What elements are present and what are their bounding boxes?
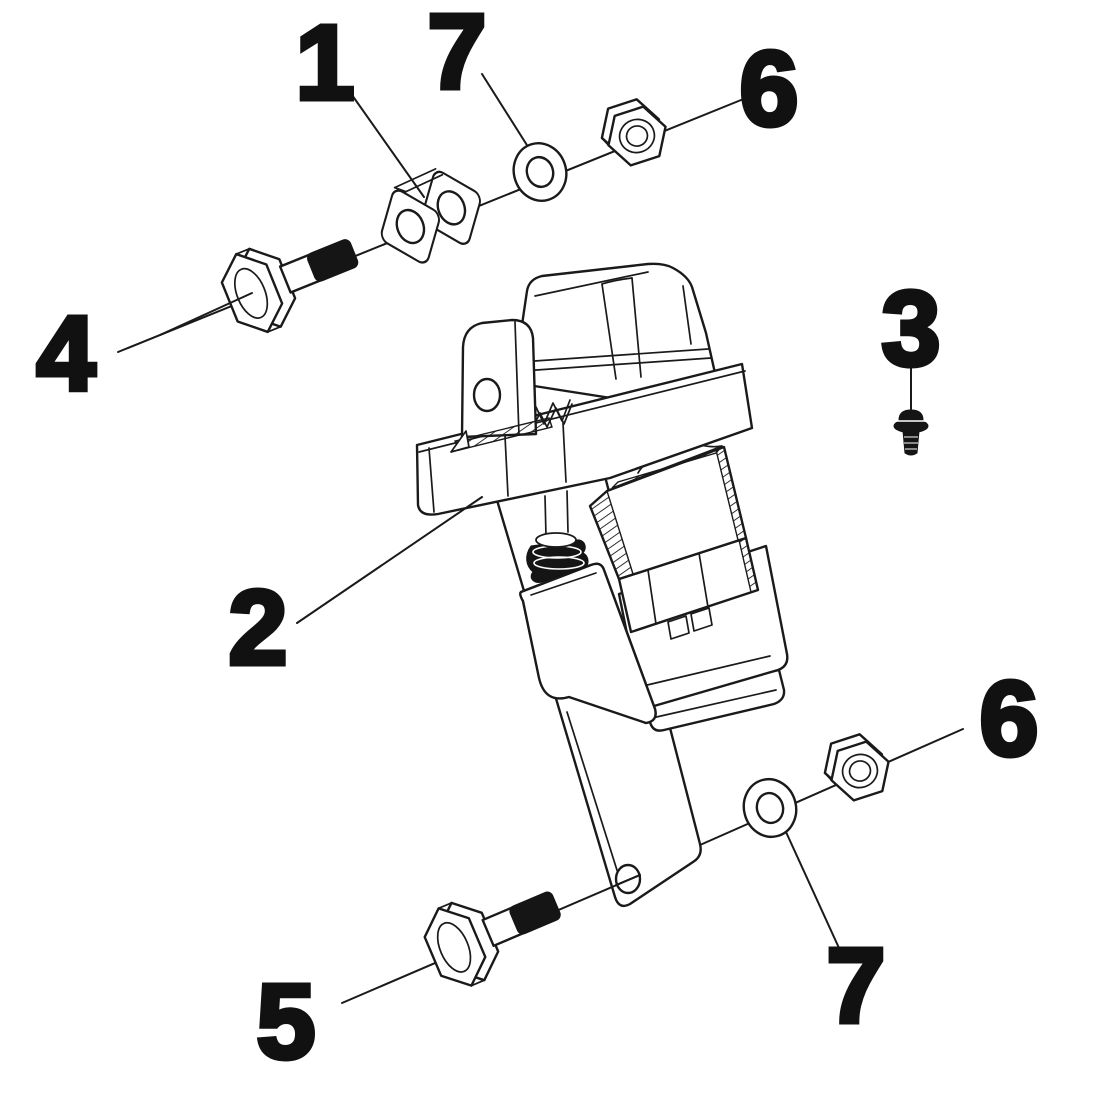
centerline-overlays bbox=[159, 292, 641, 886]
main-bracket-assembly bbox=[415, 262, 789, 908]
callout-7-top: 7 bbox=[428, 0, 487, 111]
leader-callout-2 bbox=[296, 496, 483, 624]
leader-callout-1 bbox=[351, 94, 425, 198]
axis-lower-nut bbox=[699, 728, 964, 846]
callout-7-bottom: 7 bbox=[827, 927, 886, 1045]
leader-callout-7-bottom bbox=[785, 831, 840, 949]
callout-5: 5 bbox=[257, 963, 316, 1081]
hex-bolt-lower bbox=[415, 864, 574, 997]
flange-screw bbox=[893, 409, 929, 456]
flat-washer-upper bbox=[505, 135, 575, 209]
callout-6-top: 6 bbox=[740, 30, 799, 148]
hex-nut-upper bbox=[592, 92, 675, 173]
callout-1: 1 bbox=[296, 4, 355, 122]
flat-washer-lower bbox=[736, 772, 804, 844]
callout-2: 2 bbox=[229, 569, 288, 687]
assembly-upper-lug bbox=[450, 318, 553, 453]
assembly-canister bbox=[519, 562, 657, 725]
assembly-cylinder-body bbox=[588, 443, 789, 732]
lug-hole bbox=[472, 377, 502, 413]
assembly-bellows bbox=[526, 490, 589, 583]
hex-bolt-upper bbox=[212, 211, 371, 343]
cast-mark bbox=[531, 403, 573, 430]
callout-labels: 1 7 6 4 3 2 6 7 5 bbox=[34, 0, 1041, 1084]
callout-6-bottom: 6 bbox=[980, 660, 1039, 778]
hex-nut-lower bbox=[815, 727, 898, 808]
callout-3: 3 bbox=[882, 270, 941, 388]
clamp-bracket bbox=[380, 168, 481, 264]
callout-4: 4 bbox=[37, 295, 96, 413]
